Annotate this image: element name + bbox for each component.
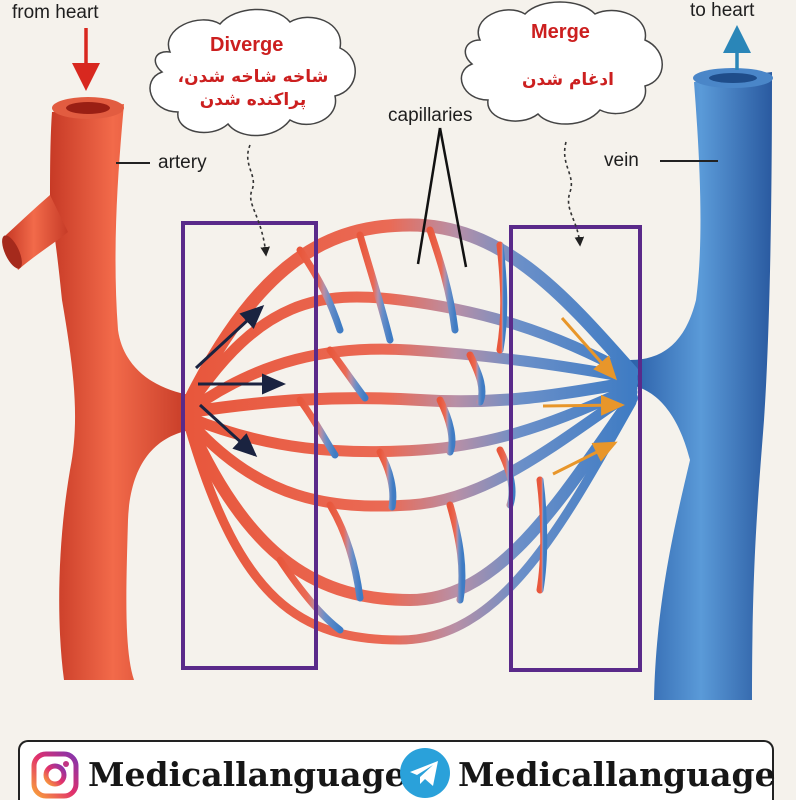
- capillary-cross-links: [276, 226, 548, 634]
- merge-cloud: [460, 1, 663, 125]
- instagram-handle[interactable]: Medicallanguage: [88, 755, 406, 794]
- merge-pointer: [563, 141, 585, 247]
- merge-box: [509, 225, 642, 672]
- vein-vessel: [630, 68, 773, 700]
- diverge-title: Diverge: [210, 34, 284, 56]
- telegram-handle[interactable]: Medicallanguage: [458, 755, 776, 794]
- capillaries-leader-left: [416, 127, 442, 265]
- footer-bar: Medicallanguage Medicallanguage: [18, 740, 776, 800]
- diverge-persian-line2: پراکنده شدن: [199, 90, 307, 110]
- telegram-icon[interactable]: [398, 746, 452, 800]
- merge-persian: ادغام شدن: [522, 70, 614, 90]
- diverge-cloud: [149, 8, 356, 137]
- diverge-pointer: [246, 144, 270, 257]
- capillary-network: [183, 218, 639, 645]
- diverge-persian-line1: شاخه شاخه شدن،: [177, 67, 329, 87]
- from-heart-label: from heart: [12, 2, 99, 23]
- artery-label: artery: [158, 152, 207, 173]
- instagram-icon[interactable]: [30, 750, 80, 800]
- diverge-box: [181, 221, 318, 670]
- diverge-arrows: [194, 304, 286, 458]
- capillaries-leader-right: [438, 127, 468, 268]
- merge-title: Merge: [531, 21, 590, 43]
- vein-label: vein: [604, 150, 639, 171]
- merge-arrows: [542, 317, 625, 476]
- artery-vessel: [2, 97, 190, 680]
- to-heart-label: to heart: [690, 0, 755, 21]
- circulation-diagram: [2, 1, 773, 700]
- capillaries-label: capillaries: [388, 105, 473, 126]
